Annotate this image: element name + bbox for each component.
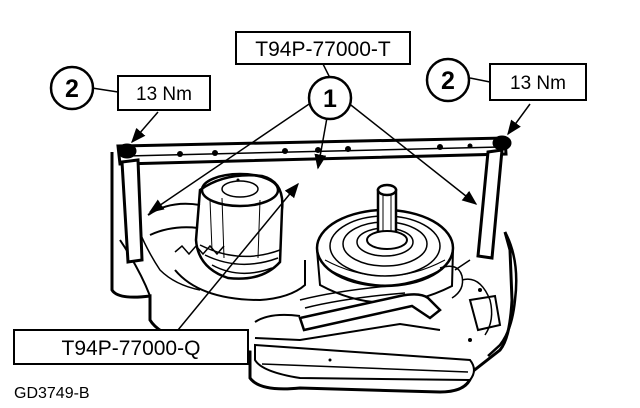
harness-wire bbox=[461, 278, 493, 336]
callout-circle-left-num: 2 bbox=[65, 75, 79, 103]
lower-assembly bbox=[254, 259, 502, 342]
label-torque-right-box bbox=[489, 63, 587, 101]
label-tool-q-box bbox=[13, 329, 249, 365]
leader-1-down bbox=[314, 111, 329, 170]
clutch-side-lines bbox=[324, 259, 446, 286]
transmission-case bbox=[110, 152, 518, 394]
case-right-flange bbox=[487, 231, 518, 357]
leader-2-right-bolt bbox=[507, 103, 531, 136]
label-torque-left-text: 13 Nm bbox=[136, 84, 192, 105]
leader-1-left bbox=[148, 97, 319, 213]
leader-2-left-box bbox=[91, 87, 119, 93]
lever-arm bbox=[298, 293, 442, 332]
bolt-right bbox=[492, 135, 512, 151]
case-left-lower bbox=[119, 239, 151, 297]
label-torque-left: 13 Nm bbox=[117, 75, 211, 111]
lower-right-bracket bbox=[468, 294, 502, 332]
lower-channel bbox=[254, 313, 441, 342]
input-shaft-splines bbox=[382, 195, 392, 236]
figure-id: GD3749-B bbox=[14, 385, 90, 402]
drum-left-top bbox=[200, 172, 280, 208]
clutch-pack-right bbox=[315, 183, 455, 304]
leader-1-right bbox=[341, 97, 478, 205]
case-lower-flange bbox=[254, 343, 475, 382]
drum-left-hub bbox=[221, 180, 259, 198]
label-tool-q-text: T94P-77000-Q bbox=[62, 337, 201, 360]
leader-2-right-box bbox=[469, 77, 491, 83]
callout-circle-right: 2 bbox=[425, 57, 471, 103]
pipe-lines bbox=[299, 284, 406, 309]
drum-left-base bbox=[174, 260, 306, 302]
label-tool-t-text: T94P-77000-T bbox=[255, 38, 391, 61]
fixture-bar-holes bbox=[177, 143, 473, 157]
callout-circle-right-ring bbox=[425, 57, 471, 103]
bolt-left bbox=[117, 143, 137, 159]
drum-left-body bbox=[194, 174, 284, 280]
fixture-t bbox=[116, 135, 512, 264]
label-torque-right-text: 13 Nm bbox=[510, 73, 566, 94]
label-torque-left-box bbox=[117, 75, 211, 111]
case-bottom-edge bbox=[261, 363, 469, 373]
lower-spring bbox=[439, 259, 471, 299]
case-dots bbox=[236, 178, 482, 362]
drum-left-shading bbox=[209, 197, 261, 259]
fixture-left-leg bbox=[120, 158, 144, 264]
leader-lines bbox=[91, 61, 531, 331]
fixture-right-leg bbox=[476, 148, 504, 260]
callout-circle-center-ring bbox=[307, 75, 353, 121]
fixture-q-component bbox=[147, 172, 306, 302]
callout-circle-left-ring bbox=[49, 65, 95, 111]
label-tool-t-box bbox=[235, 31, 411, 65]
callout-circle-left: 2 bbox=[49, 65, 95, 111]
callout-circle-right-num: 2 bbox=[441, 67, 455, 95]
leader-2-left-bolt bbox=[131, 111, 159, 144]
callout-circle-center: 1 bbox=[307, 75, 353, 121]
shaft-collar bbox=[366, 230, 408, 250]
label-torque-right: 13 Nm bbox=[489, 63, 587, 101]
label-tool-t: T94P-77000-T bbox=[235, 31, 411, 65]
leader-q bbox=[177, 182, 299, 331]
label-tool-q: T94P-77000-Q bbox=[13, 329, 249, 365]
input-shaft-tip bbox=[376, 183, 398, 197]
callout-circle-center-num: 1 bbox=[323, 85, 337, 113]
drum-left-pad bbox=[174, 244, 225, 256]
